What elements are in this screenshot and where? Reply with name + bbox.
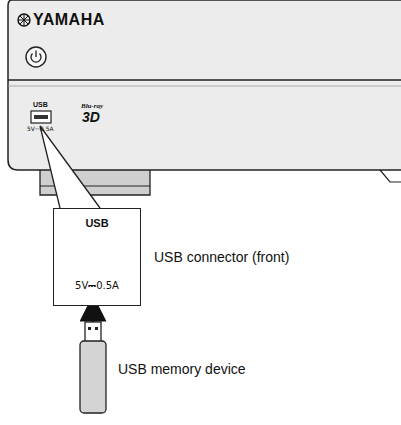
part-name: USB memory device bbox=[118, 362, 246, 377]
callout-box: USB 5V⎓0.5A bbox=[53, 208, 141, 306]
usb-port-small bbox=[31, 111, 51, 123]
yamaha-emblem bbox=[18, 14, 30, 26]
power-rating: 5V⎓0.5A bbox=[75, 280, 119, 291]
panel-split bbox=[8, 79, 401, 80]
insert-arrow bbox=[92, 308, 95, 322]
port-label: USB bbox=[33, 101, 48, 109]
panel-bevel bbox=[8, 86, 401, 87]
brand-logo: YAMAHA bbox=[33, 11, 105, 29]
callout-wedge bbox=[40, 126, 100, 208]
part-name: USB connector (front) bbox=[154, 250, 289, 265]
port-label: USB bbox=[85, 217, 108, 229]
player-body bbox=[8, 0, 401, 170]
3d-logo: 3D bbox=[82, 110, 100, 125]
body-corner bbox=[380, 170, 401, 182]
power-button bbox=[26, 47, 46, 67]
usb-memory-stick bbox=[80, 322, 106, 413]
power-rating: 5V⎓0.5A bbox=[27, 126, 54, 133]
